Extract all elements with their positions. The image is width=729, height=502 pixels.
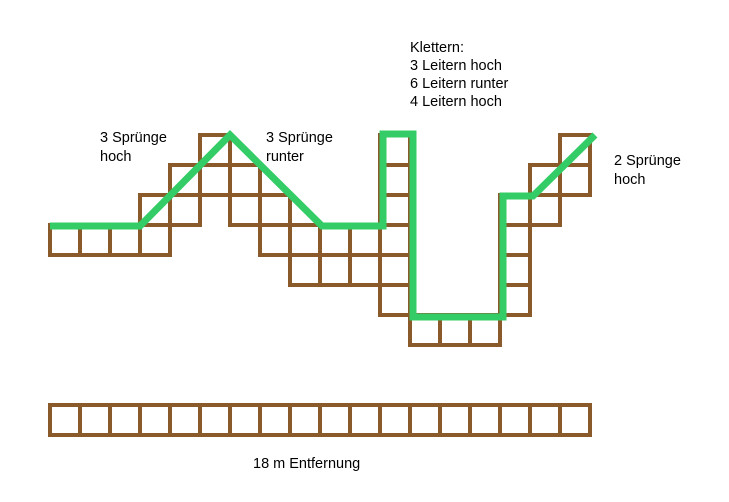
ruler-segment xyxy=(168,403,202,437)
grid-block xyxy=(558,163,592,197)
label-climb: Klettern: 3 Leitern hoch 6 Leitern runte… xyxy=(410,40,512,110)
ruler-segment xyxy=(528,403,562,437)
label-jump-up-left-line-2: hoch xyxy=(100,149,131,165)
label-climb-line-4: 4 Leitern hoch xyxy=(410,94,502,110)
ruler-segment xyxy=(558,403,592,437)
ruler-segment xyxy=(408,403,442,437)
ruler-segment xyxy=(498,403,532,437)
ruler-segment xyxy=(108,403,142,437)
grid-block xyxy=(168,193,202,227)
ruler-segment xyxy=(378,403,412,437)
ruler-segment xyxy=(48,403,82,437)
grid-block xyxy=(228,193,262,227)
label-jump-up-right: 2 Sprünge hoch xyxy=(614,153,685,188)
label-climb-line-1: Klettern: xyxy=(410,40,464,56)
grid-block xyxy=(318,253,352,287)
ruler-segment xyxy=(288,403,322,437)
ruler-segment xyxy=(438,403,472,437)
label-jump-up-right-line-2: hoch xyxy=(614,172,645,188)
grid-block xyxy=(258,223,292,257)
grid-block xyxy=(198,163,232,197)
label-jump-up-right-line-1: 2 Sprünge xyxy=(614,153,681,169)
grid-block xyxy=(228,163,262,197)
label-climb-line-2: 3 Leitern hoch xyxy=(410,58,502,74)
label-jump-up-left-line-1: 3 Sprünge xyxy=(100,130,167,146)
ruler-segment xyxy=(258,403,292,437)
label-jump-down: 3 Sprünge runter xyxy=(266,130,337,165)
grid-block xyxy=(348,253,382,287)
block-grid xyxy=(48,133,592,347)
label-jump-up-left: 3 Sprünge hoch xyxy=(100,130,171,165)
grid-block xyxy=(528,193,562,227)
movement-path xyxy=(50,130,598,321)
label-jump-down-line-1: 3 Sprünge xyxy=(266,130,333,146)
ruler-segment xyxy=(198,403,232,437)
label-distance: 18 m Entfernung xyxy=(253,456,360,472)
grid-block xyxy=(378,283,412,317)
ruler-segment xyxy=(348,403,382,437)
grid-block xyxy=(288,253,322,287)
grid-block xyxy=(258,193,292,227)
ruler-segment xyxy=(318,403,352,437)
distance-ruler xyxy=(48,403,592,437)
grid-block xyxy=(288,223,322,257)
ruler-segment xyxy=(468,403,502,437)
label-climb-line-3: 6 Leitern runter xyxy=(410,76,509,92)
ruler-segment xyxy=(228,403,262,437)
ruler-segment xyxy=(138,403,172,437)
label-jump-down-line-2: runter xyxy=(266,149,304,165)
grid-block xyxy=(138,223,172,257)
ruler-segment xyxy=(78,403,112,437)
grid-block xyxy=(378,253,412,287)
